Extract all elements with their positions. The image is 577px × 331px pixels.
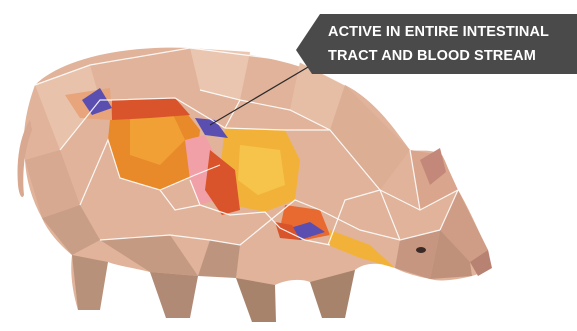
callout-line-2: TRACT AND BLOOD STREAM [328, 44, 573, 68]
pig-eye [416, 247, 426, 253]
facet [72, 255, 108, 310]
callout-line-1: ACTIVE IN ENTIRE INTESTINAL [328, 20, 573, 44]
facet [236, 278, 276, 322]
facet [150, 272, 198, 318]
callout-label: ACTIVE IN ENTIRE INTESTINAL TRACT AND BL… [328, 20, 573, 68]
